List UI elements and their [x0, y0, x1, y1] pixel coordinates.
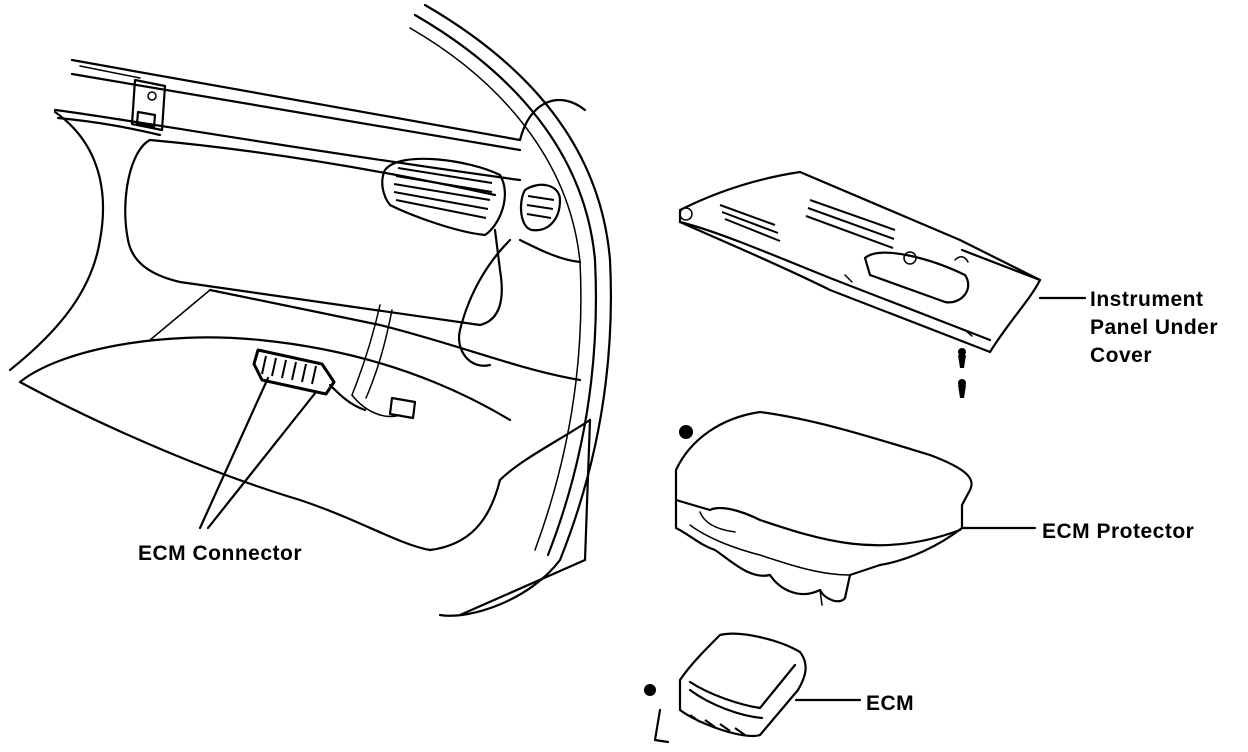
ecm-protector-label: ECM Protector [1042, 520, 1194, 543]
ecm-connector-label: ECM Connector [138, 542, 302, 565]
instrument-panel-label-line3: Cover [1090, 344, 1152, 367]
screw-icon [958, 348, 966, 398]
dashboard-illustration [8, 3, 613, 617]
instrument-panel-under-cover [678, 170, 1042, 354]
instrument-panel-label-line2: Panel Under [1090, 316, 1218, 339]
ecm-protector [674, 410, 973, 606]
instrument-panel-label-line1: Instrument [1090, 288, 1204, 311]
ecm-unit [644, 632, 807, 744]
ecm-label: ECM [866, 692, 914, 715]
ecm-connector-leader [198, 376, 318, 530]
